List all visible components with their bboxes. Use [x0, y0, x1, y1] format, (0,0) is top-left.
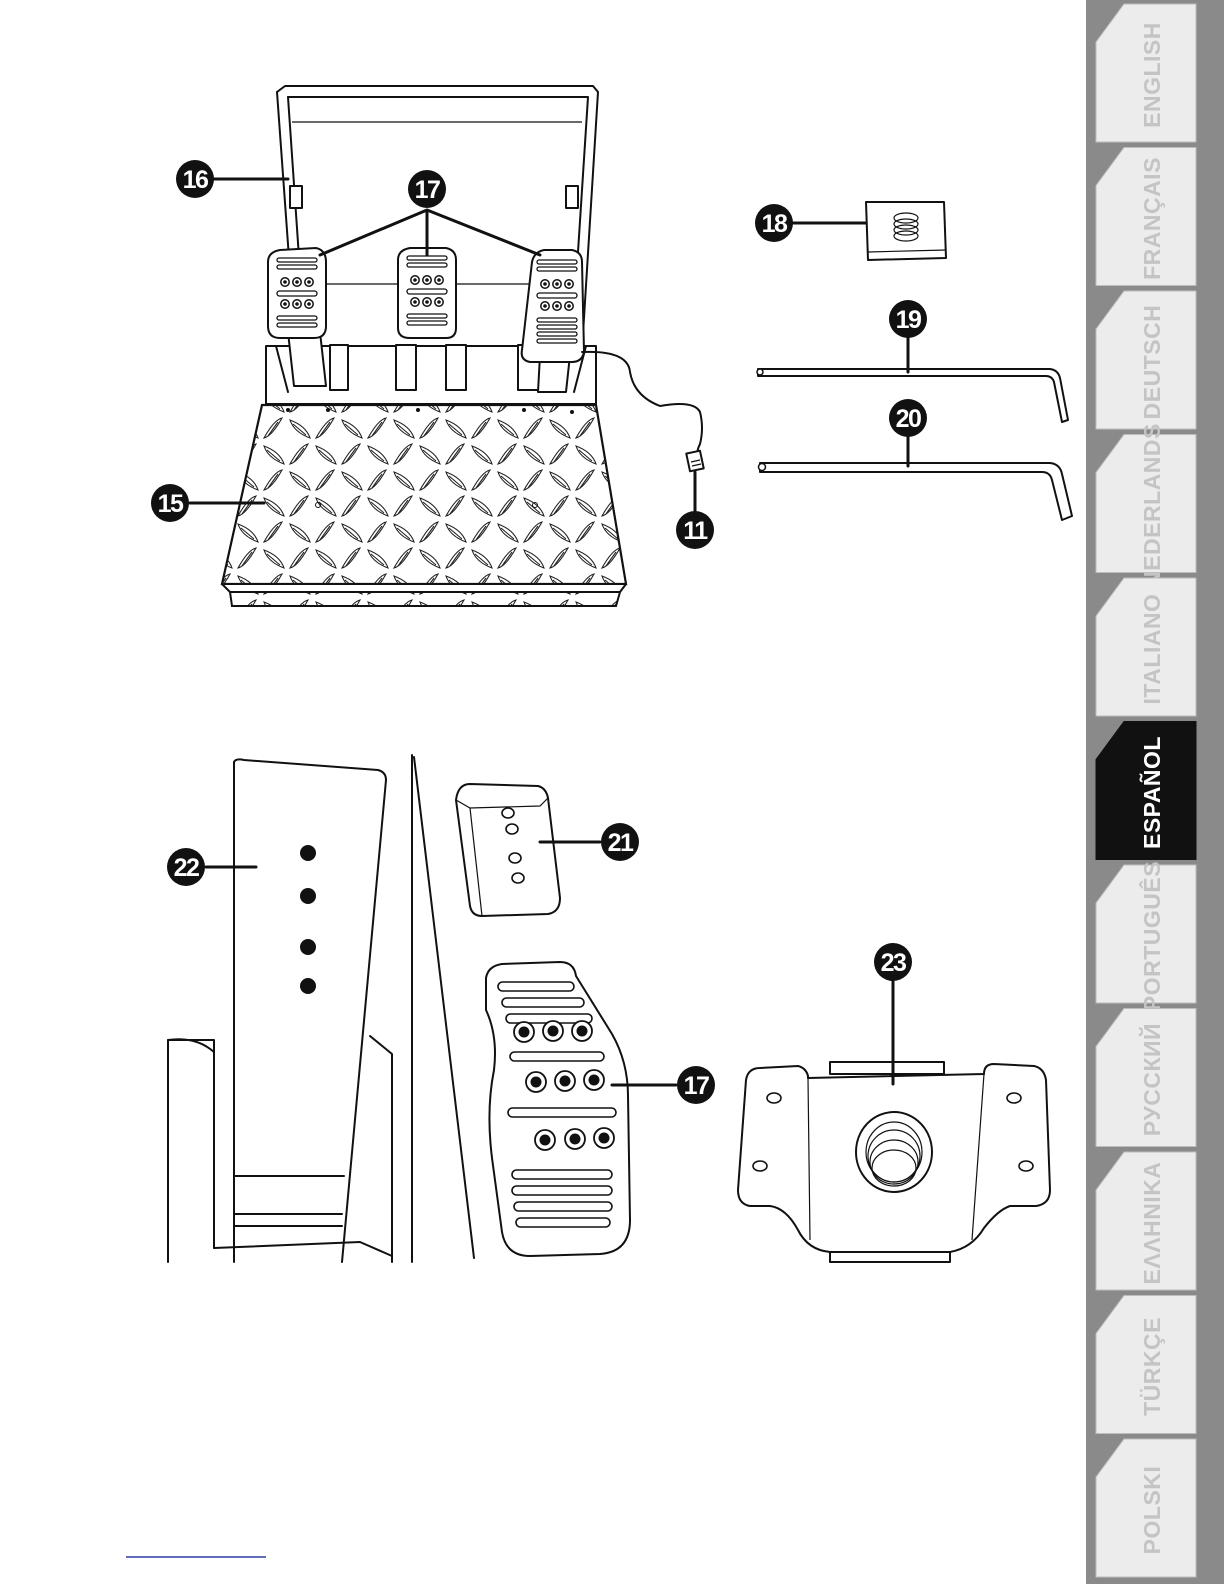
language-tab-5[interactable]: ITALIANO [1096, 578, 1196, 716]
language-tab-7[interactable]: PORTUGUÊS [1096, 861, 1196, 1011]
language-tab-label: ITALIANO [1139, 594, 1165, 705]
svg-text:15: 15 [158, 490, 184, 518]
language-tab-3[interactable]: DEUTSCH [1096, 291, 1196, 429]
callout-16: 16 [176, 160, 214, 198]
svg-text:23: 23 [881, 949, 906, 977]
t-nut-illustration [866, 202, 946, 260]
callout-17-bottom: 17 [677, 1066, 715, 1104]
language-tab-label: ESPAÑOL [1138, 736, 1165, 849]
svg-text:17: 17 [415, 176, 440, 204]
language-tab-label: TÜRKÇE [1139, 1317, 1165, 1416]
svg-text:18: 18 [762, 210, 788, 238]
language-tab-2[interactable]: FRANÇAIS [1096, 148, 1196, 286]
language-tab-label: DEUTSCH [1139, 305, 1165, 420]
language-tab-label: РУССКИЙ [1138, 1023, 1165, 1136]
language-tab-label: FRANÇAIS [1139, 157, 1165, 280]
mounting-plate [738, 1062, 1050, 1262]
callout-11: 11 [676, 511, 714, 549]
svg-text:16: 16 [183, 166, 208, 194]
language-tab-label: ΕΛΛΗΝΙΚΑ [1139, 1162, 1165, 1285]
pad-groove [512, 1186, 612, 1195]
language-tab-strip: ENGLISH FRANÇAIS DEUTSCH NEDERLANDS ITALIANO… [1086, 0, 1224, 1584]
svg-text:21: 21 [608, 829, 634, 857]
svg-text:22: 22 [174, 854, 199, 882]
svg-text:17: 17 [684, 1072, 709, 1100]
pedal-set-illustration [222, 86, 704, 606]
language-tab-label: NEDERLANDS [1139, 423, 1165, 588]
language-tab-8[interactable]: РУССКИЙ [1096, 1009, 1196, 1147]
svg-text:19: 19 [896, 306, 921, 334]
callout-19: 19 [889, 300, 927, 338]
language-tab-label: POLSKI [1139, 1466, 1165, 1555]
pedal-pad-detail [277, 258, 317, 327]
language-tab-6[interactable]: ESPAÑOL [1096, 722, 1196, 860]
callout-18: 18 [755, 204, 793, 242]
tread-plate [222, 405, 626, 584]
language-tab-10[interactable]: TÜRKÇE [1096, 1296, 1196, 1434]
hex-key-large [759, 463, 1073, 520]
language-tab-label: PORTUGUÊS [1138, 861, 1165, 1011]
pad-groove [508, 1108, 616, 1117]
metal-pedal-pad [486, 962, 630, 1256]
callout-20: 20 [889, 399, 927, 437]
svg-text:20: 20 [896, 405, 921, 433]
pedal-pad-detail [407, 256, 447, 325]
pedal-spacer-block [456, 784, 560, 916]
callout-23: 23 [874, 943, 912, 981]
callout-22: 22 [167, 848, 205, 886]
callout-17-top: 17 [408, 170, 446, 208]
callout-21: 21 [601, 823, 639, 861]
language-tab-11[interactable]: POLSKI [1096, 1439, 1196, 1577]
callout-15: 15 [151, 484, 189, 522]
pad-groove [510, 1052, 604, 1061]
pad-groove [502, 998, 584, 1007]
language-tab-9[interactable]: ΕΛΛΗΝΙΚΑ [1096, 1152, 1196, 1290]
pad-groove [498, 982, 574, 991]
pad-groove [512, 1170, 612, 1179]
pedal-arm-side-view [168, 755, 474, 1262]
pad-groove [514, 1202, 612, 1211]
svg-text:11: 11 [683, 517, 708, 545]
language-tab-1[interactable]: ENGLISH [1096, 4, 1196, 142]
pad-groove [516, 1218, 610, 1227]
language-tab-label: ENGLISH [1139, 22, 1165, 128]
